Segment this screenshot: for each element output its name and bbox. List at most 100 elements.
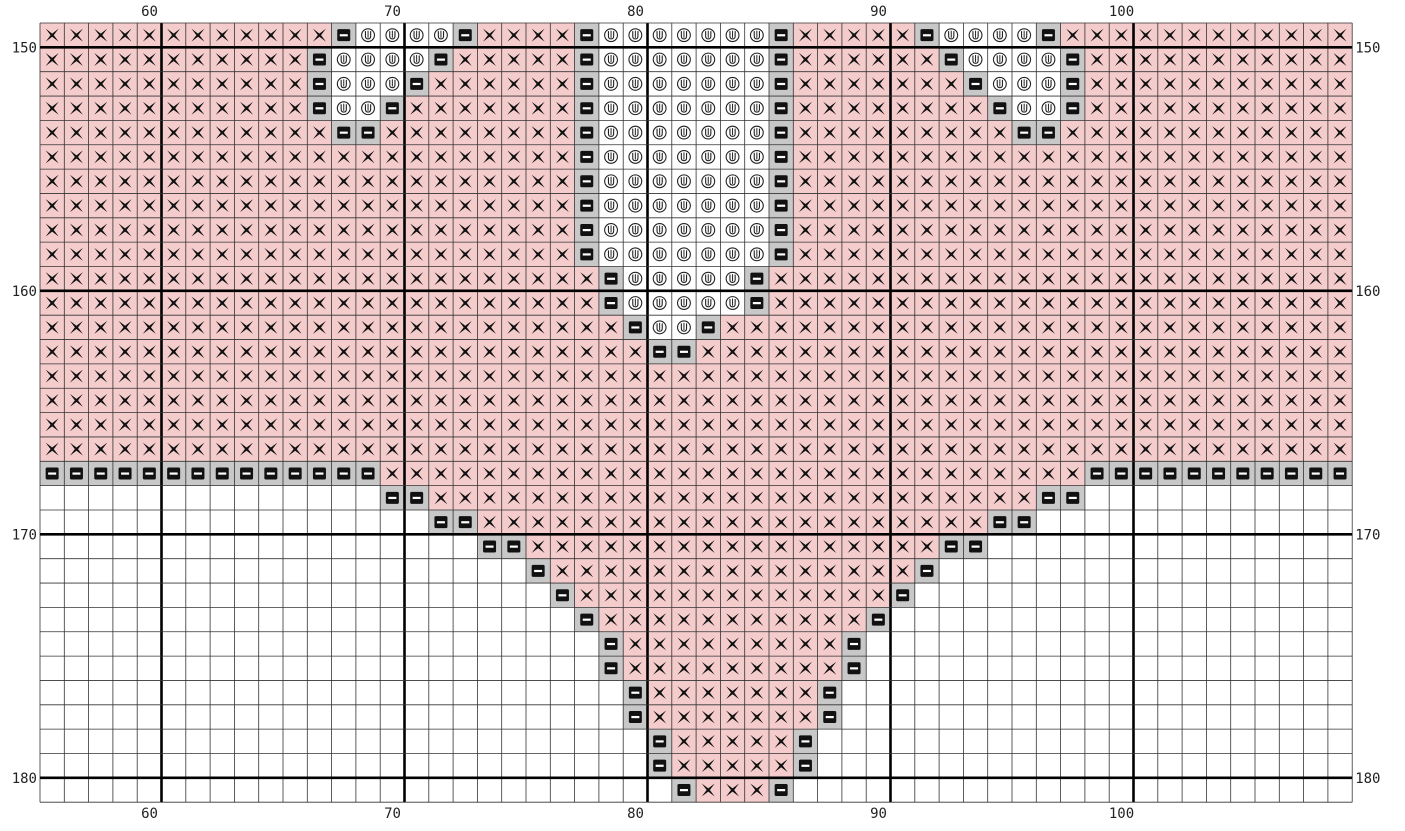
cross-stitch-pink-cell bbox=[648, 632, 672, 656]
cross-stitch-pink-cell bbox=[162, 267, 186, 291]
cross-stitch-pink-cell bbox=[1158, 47, 1182, 71]
cross-stitch-pink-cell bbox=[1304, 72, 1328, 96]
white-thread-cell bbox=[648, 47, 672, 71]
cross-stitch-pink-cell bbox=[769, 486, 793, 510]
cross-stitch-pink-cell bbox=[186, 388, 210, 412]
white-thread-cell bbox=[745, 72, 769, 96]
cross-stitch-pink-cell bbox=[1255, 364, 1279, 388]
cross-stitch-pink-cell bbox=[405, 267, 429, 291]
cross-stitch-pink-cell bbox=[64, 23, 88, 47]
cross-stitch-pink-cell bbox=[623, 413, 647, 437]
white-thread-cell bbox=[672, 145, 696, 169]
cross-stitch-pink-cell bbox=[1255, 120, 1279, 144]
cross-stitch-pink-cell bbox=[963, 193, 987, 217]
cross-stitch-pink-cell bbox=[477, 96, 501, 120]
white-thread-cell bbox=[988, 47, 1012, 71]
cross-stitch-pink-cell bbox=[818, 23, 842, 47]
cross-stitch-pink-cell bbox=[842, 267, 866, 291]
cross-stitch-pink-cell bbox=[113, 47, 137, 71]
cross-stitch-pink-cell bbox=[842, 559, 866, 583]
cross-stitch-pink-cell bbox=[162, 169, 186, 193]
cross-stitch-pink-cell bbox=[1255, 242, 1279, 266]
cross-stitch-pink-cell bbox=[672, 388, 696, 412]
cross-stitch-pink-cell bbox=[1134, 169, 1158, 193]
white-thread-cell bbox=[623, 291, 647, 315]
white-thread-cell bbox=[599, 145, 623, 169]
cross-stitch-pink-cell bbox=[745, 364, 769, 388]
cross-stitch-pink-cell bbox=[1182, 267, 1206, 291]
cross-stitch-pink-cell bbox=[623, 583, 647, 607]
cross-stitch-pink-cell bbox=[477, 388, 501, 412]
cross-stitch-pink-cell bbox=[502, 388, 526, 412]
cross-stitch-pink-cell bbox=[89, 315, 113, 339]
white-thread-cell bbox=[672, 315, 696, 339]
cross-stitch-pink-cell bbox=[259, 169, 283, 193]
cross-stitch-pink-cell bbox=[356, 169, 380, 193]
cross-stitch-pink-cell bbox=[720, 632, 744, 656]
cross-stitch-pink-cell bbox=[380, 145, 404, 169]
cross-stitch-pink-cell bbox=[550, 388, 574, 412]
cross-stitch-pink-cell bbox=[1231, 291, 1255, 315]
cross-stitch-pink-cell bbox=[769, 510, 793, 534]
cross-stitch-pink-cell bbox=[648, 437, 672, 461]
cross-stitch-pink-cell bbox=[818, 169, 842, 193]
cross-stitch-pink-cell bbox=[793, 291, 817, 315]
white-thread-cell bbox=[648, 315, 672, 339]
backstitch-gray-cell bbox=[915, 559, 939, 583]
cross-stitch-pink-cell bbox=[380, 315, 404, 339]
white-thread-cell bbox=[696, 47, 720, 71]
cross-stitch-pink-cell bbox=[477, 510, 501, 534]
cross-stitch-pink-cell bbox=[502, 23, 526, 47]
cross-stitch-pink-cell bbox=[988, 340, 1012, 364]
cross-stitch-pink-cell bbox=[259, 120, 283, 144]
cross-stitch-pink-cell bbox=[1328, 218, 1352, 242]
cross-stitch-pink-cell bbox=[769, 364, 793, 388]
cross-stitch-pink-cell bbox=[40, 47, 64, 71]
cross-stitch-pink-cell bbox=[575, 364, 599, 388]
cross-stitch-pink-cell bbox=[186, 218, 210, 242]
cross-stitch-pink-cell bbox=[1206, 413, 1230, 437]
col-label-bottom: 60 bbox=[141, 806, 158, 822]
cross-stitch-pink-cell bbox=[1231, 413, 1255, 437]
cross-stitch-pink-cell bbox=[210, 218, 234, 242]
cross-stitch-pink-cell bbox=[575, 583, 599, 607]
white-thread-cell bbox=[745, 218, 769, 242]
backstitch-gray-cell bbox=[526, 559, 550, 583]
cross-stitch-pink-cell bbox=[1255, 23, 1279, 47]
cross-stitch-pink-cell bbox=[477, 72, 501, 96]
cross-stitch-pink-cell bbox=[453, 145, 477, 169]
cross-stitch-pink-cell bbox=[696, 583, 720, 607]
cross-stitch-pink-cell bbox=[1109, 388, 1133, 412]
cross-stitch-pink-cell bbox=[429, 72, 453, 96]
cross-stitch-pink-cell bbox=[818, 218, 842, 242]
cross-stitch-pink-cell bbox=[259, 315, 283, 339]
cross-stitch-pink-cell bbox=[89, 145, 113, 169]
cross-stitch-pink-cell bbox=[283, 120, 307, 144]
cross-stitch-pink-cell bbox=[210, 340, 234, 364]
cross-stitch-pink-cell bbox=[1085, 47, 1109, 71]
cross-stitch-pink-cell bbox=[64, 437, 88, 461]
cross-stitch-pink-cell bbox=[866, 169, 890, 193]
backstitch-gray-cell bbox=[162, 461, 186, 485]
cross-stitch-pink-cell bbox=[988, 193, 1012, 217]
cross-stitch-pink-cell bbox=[502, 169, 526, 193]
cross-stitch-pink-cell bbox=[477, 486, 501, 510]
cross-stitch-pink-cell bbox=[575, 340, 599, 364]
cross-stitch-pink-cell bbox=[1036, 218, 1060, 242]
cross-stitch-pink-cell bbox=[866, 364, 890, 388]
cross-stitch-pink-cell bbox=[963, 96, 987, 120]
backstitch-gray-cell bbox=[1061, 96, 1085, 120]
backstitch-gray-cell bbox=[307, 461, 331, 485]
white-thread-cell bbox=[1012, 72, 1036, 96]
cross-stitch-pink-cell bbox=[793, 340, 817, 364]
cross-stitch-pink-cell bbox=[939, 193, 963, 217]
cross-stitch-pink-cell bbox=[186, 145, 210, 169]
cross-stitch-pink-cell bbox=[915, 437, 939, 461]
cross-stitch-pink-cell bbox=[745, 486, 769, 510]
cross-stitch-pink-cell bbox=[234, 23, 258, 47]
backstitch-gray-cell bbox=[1061, 47, 1085, 71]
cross-stitch-pink-cell bbox=[939, 437, 963, 461]
cross-stitch-pink-cell bbox=[891, 72, 915, 96]
cross-stitch-pink-cell bbox=[405, 388, 429, 412]
cross-stitch-pink-cell bbox=[939, 72, 963, 96]
